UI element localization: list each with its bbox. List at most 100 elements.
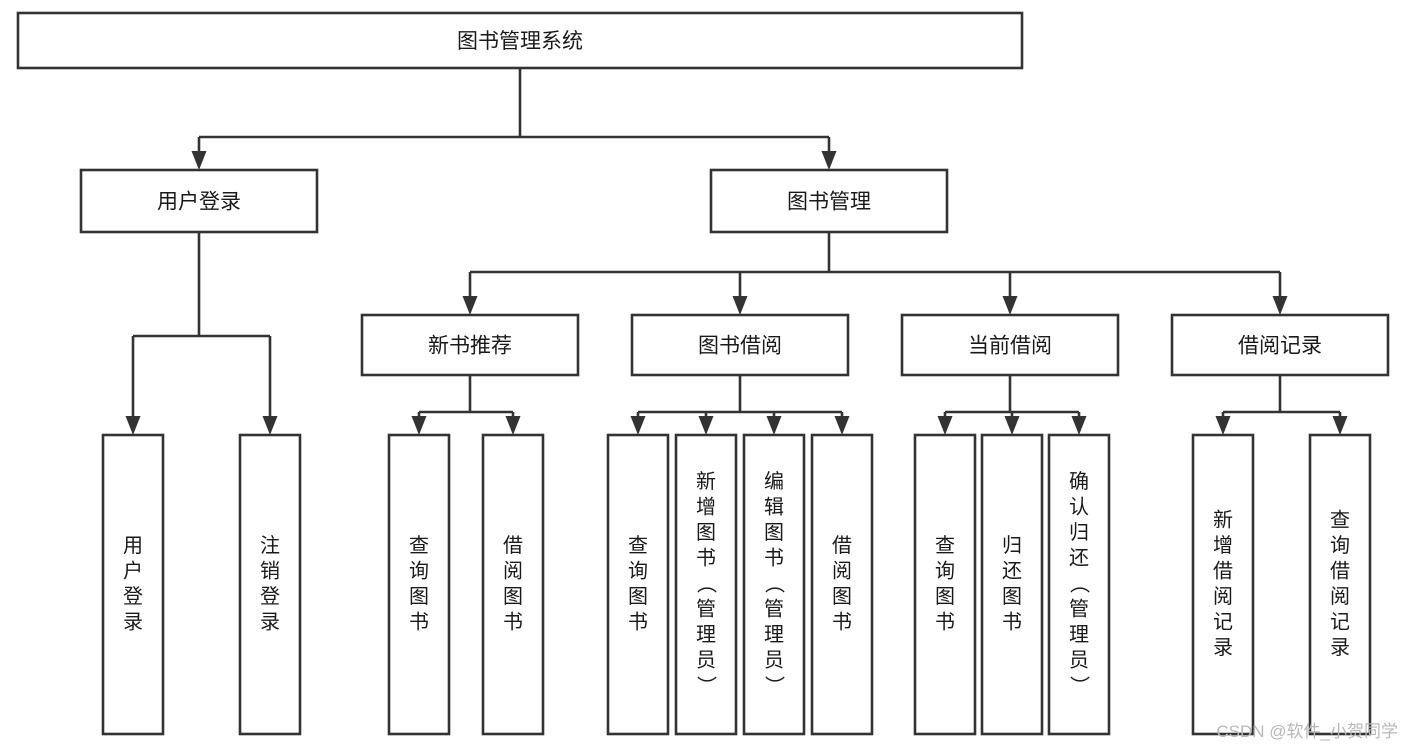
leaf-node-box[interactable] <box>674 433 738 736</box>
leaf-node-box[interactable] <box>1308 433 1372 736</box>
leaf-node-box[interactable] <box>742 433 806 736</box>
leaf-node-box[interactable] <box>913 433 977 736</box>
node-label-char: 查 <box>935 534 955 557</box>
node-label-char: 新 <box>696 470 716 493</box>
node-book-borrow[interactable]: 图书借阅 <box>630 313 850 377</box>
arrow-head-icon <box>262 416 278 435</box>
arrow-head-icon <box>411 416 427 435</box>
node-label-char: 户 <box>123 559 143 582</box>
node-label-char: 理 <box>696 624 716 646</box>
connector-recommend-to-leaves <box>411 375 521 435</box>
connector-borrow-to-leaves <box>630 375 850 435</box>
level2-node-box[interactable] <box>709 168 949 234</box>
nodes-layer: 图书管理系统用户登录图书管理新书推荐图书借阅当前借阅借阅记录用户登录注销登录查询… <box>16 11 1390 736</box>
node-label-char: 书 <box>1002 610 1022 633</box>
node-label-char: 书 <box>832 610 852 633</box>
leaf-node-box[interactable] <box>387 433 451 736</box>
leaf-node-box[interactable] <box>238 433 302 736</box>
node-label-char: 员 <box>696 650 716 672</box>
node-label-char: 管 <box>696 598 716 621</box>
node-label-char: 增 <box>1213 534 1233 557</box>
arrow-head-icon <box>630 416 646 435</box>
arrow-head-icon <box>732 296 748 315</box>
node-label-char: 还 <box>1069 547 1089 570</box>
node-label-char: 归 <box>1002 534 1022 557</box>
csdn-watermark: CSDN @软件_小贺同学 <box>1216 722 1398 741</box>
node-label-char: 管 <box>1069 598 1089 621</box>
arrow-head-icon <box>505 416 521 435</box>
connector-bookmgmt-to-level3 <box>462 232 1288 315</box>
connector-record-to-leaves <box>1215 375 1348 435</box>
connector-root-to-level2 <box>191 68 837 170</box>
node-book-management[interactable]: 图书管理 <box>709 168 949 234</box>
level3-node-box[interactable] <box>360 313 580 377</box>
node-leaf-user-login[interactable]: 用户登录 <box>101 433 165 736</box>
leaf-node-box[interactable] <box>1191 433 1255 736</box>
node-label-char: 图 <box>409 586 429 608</box>
node-user-login[interactable]: 用户登录 <box>79 168 319 234</box>
level3-node-box[interactable] <box>1170 313 1390 377</box>
node-new-book-recommend[interactable]: 新书推荐 <box>360 313 580 377</box>
level2-node-box[interactable] <box>79 168 319 234</box>
node-label-char: 询 <box>935 559 955 582</box>
node-label-char: ） <box>694 676 717 696</box>
leaf-node-box[interactable] <box>1047 433 1111 736</box>
node-label-char: 图 <box>696 522 716 544</box>
leaf-node-box[interactable] <box>481 433 545 736</box>
arrow-head-icon <box>1002 296 1018 315</box>
node-label-char: 录 <box>1330 637 1350 659</box>
level3-node-box[interactable] <box>900 313 1120 377</box>
leaf-node-box[interactable] <box>980 433 1044 736</box>
node-label-char: ） <box>762 676 785 696</box>
node-label-char: 员 <box>764 650 784 672</box>
arrow-head-icon <box>766 416 782 435</box>
arrow-head-icon <box>834 416 850 435</box>
leaf-node-box[interactable] <box>606 433 670 736</box>
arrow-head-icon <box>1272 296 1288 315</box>
arrow-head-icon <box>191 151 207 170</box>
node-label-char: 书 <box>696 547 716 570</box>
node-label-char: 阅 <box>1330 585 1350 608</box>
node-label-char: 图 <box>935 586 955 608</box>
node-label-char: （ <box>694 574 717 594</box>
node-label-char: 归 <box>1069 521 1089 544</box>
node-root[interactable]: 图书管理系统 <box>16 11 1024 70</box>
node-current-borrow[interactable]: 当前借阅 <box>900 313 1120 377</box>
node-label-char: 图 <box>832 586 852 608</box>
node-label-char: 登 <box>123 585 143 608</box>
arrow-head-icon <box>1004 416 1020 435</box>
arrow-head-icon <box>1215 416 1231 435</box>
node-label: 当前借阅 <box>968 335 1052 358</box>
node-label-char: 书 <box>503 610 523 633</box>
node-label-char: 查 <box>1330 508 1350 531</box>
node-label-char: 记 <box>1213 610 1233 633</box>
root-node-box[interactable] <box>16 11 1024 70</box>
node-label-char: 录 <box>1213 637 1233 659</box>
node-label-char: 阅 <box>503 559 523 582</box>
node-label: 图书借阅 <box>698 335 782 358</box>
leaf-node-box[interactable] <box>101 433 165 736</box>
connector-current-to-leaves <box>937 375 1087 435</box>
node-label: 用户登录 <box>157 191 241 214</box>
node-label-char: 图 <box>764 522 784 544</box>
level3-node-box[interactable] <box>630 313 850 377</box>
node-label-char: 管 <box>764 598 784 621</box>
node-borrow-record[interactable]: 借阅记录 <box>1170 313 1390 377</box>
node-label-char: 录 <box>260 611 280 633</box>
node-label-char: 书 <box>409 610 429 633</box>
leaf-node-box[interactable] <box>810 433 874 736</box>
node-label-char: 书 <box>628 610 648 633</box>
